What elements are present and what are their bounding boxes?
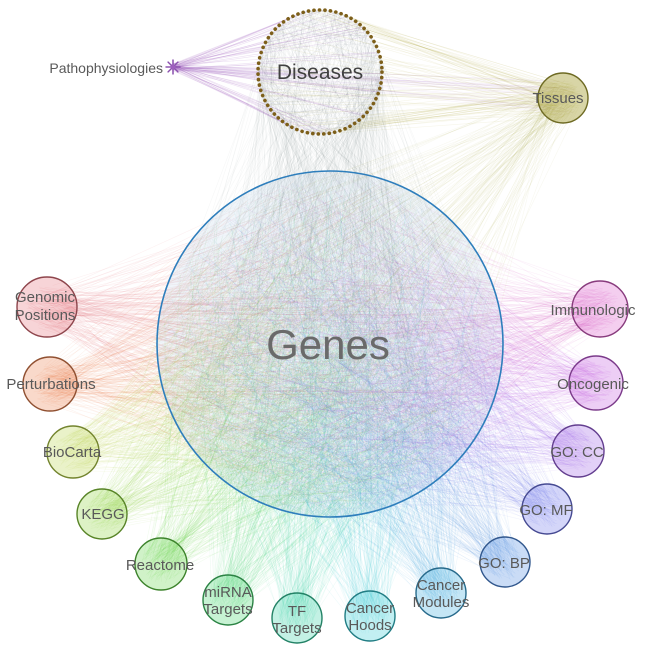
node-pathophysiologies[interactable] xyxy=(165,59,181,75)
label-go_cc: GO: CC xyxy=(550,444,604,461)
label-layer: Genes Diseases PathophysiologiesTissuesGen… xyxy=(6,60,636,637)
node-perturbations[interactable] xyxy=(22,356,78,412)
edge-bundle-pathophysiologies-tissues xyxy=(170,64,581,115)
edge-bundle-pathophysiologies-diseases xyxy=(169,9,383,135)
edge-bundle-reactome-genes xyxy=(142,178,483,583)
label-immunologic: Immunologic xyxy=(550,302,636,319)
node-immunologic[interactable] xyxy=(571,280,629,338)
label-perturbations: Perturbations xyxy=(6,376,95,393)
edge-bundle-oncogenic-genes xyxy=(167,179,614,498)
edge-bundle-diseases-genes xyxy=(170,9,497,509)
edge-bundle-go_bp-genes xyxy=(162,182,524,581)
node-go_cc[interactable] xyxy=(551,424,605,478)
edge-bundle-immunologic-genes xyxy=(167,185,621,506)
node-biocarta[interactable] xyxy=(46,425,100,479)
label-tissues: Tissues xyxy=(532,90,583,107)
node-go_mf[interactable] xyxy=(521,483,573,535)
node-layer xyxy=(16,8,629,644)
edge-bundle-cancer_hoods-genes xyxy=(165,182,493,634)
edge-bundle-genomic_positions-genes xyxy=(25,188,493,513)
label-reactome: Reactome xyxy=(126,557,194,574)
node-oncogenic[interactable] xyxy=(568,355,624,411)
edge-bundle-go_mf-genes xyxy=(164,185,565,528)
node-diseases[interactable] xyxy=(256,8,384,136)
label-diseases: Diseases xyxy=(277,61,363,84)
edge-bundle-mirna_targets-genes xyxy=(173,179,487,619)
label-genes: Genes xyxy=(266,321,390,368)
edge-bundle-diseases-diseases xyxy=(257,9,383,135)
edge-bundle-perturbations-genes xyxy=(29,180,497,507)
label-pathophysiologies: Pathophysiologies xyxy=(49,60,163,76)
node-genomic_positions[interactable] xyxy=(16,276,78,338)
edge-layer xyxy=(25,9,621,637)
node-cancer_modules[interactable] xyxy=(415,567,467,619)
edge-bundle-go_cc-genes xyxy=(184,179,597,505)
label-biocarta: BioCarta xyxy=(43,444,102,461)
node-go_bp[interactable] xyxy=(479,536,531,588)
node-cancer_hoods[interactable] xyxy=(344,590,396,642)
label-go_bp: GO: BP xyxy=(478,555,530,572)
edge-bundle-cancer_modules-genes xyxy=(165,184,498,612)
node-reactome[interactable] xyxy=(134,537,188,591)
edge-bundle-kegg-genes xyxy=(84,178,494,533)
genes-disc-underlay xyxy=(157,171,503,517)
node-tf_targets[interactable] xyxy=(271,592,323,644)
node-kegg[interactable] xyxy=(76,488,128,540)
edge-bundle-tf_targets-genes xyxy=(165,179,480,637)
node-tissues[interactable] xyxy=(537,72,589,124)
edge-bundle-biocarta-genes xyxy=(54,179,485,495)
node-mirna_targets[interactable] xyxy=(202,574,254,626)
edge-bundle-tissues-genes xyxy=(183,79,581,504)
label-go_mf: GO: MF xyxy=(519,502,572,519)
node-genes[interactable] xyxy=(156,170,504,518)
label-oncogenic: Oncogenic xyxy=(557,376,629,393)
label-kegg: KEGG xyxy=(81,506,124,523)
